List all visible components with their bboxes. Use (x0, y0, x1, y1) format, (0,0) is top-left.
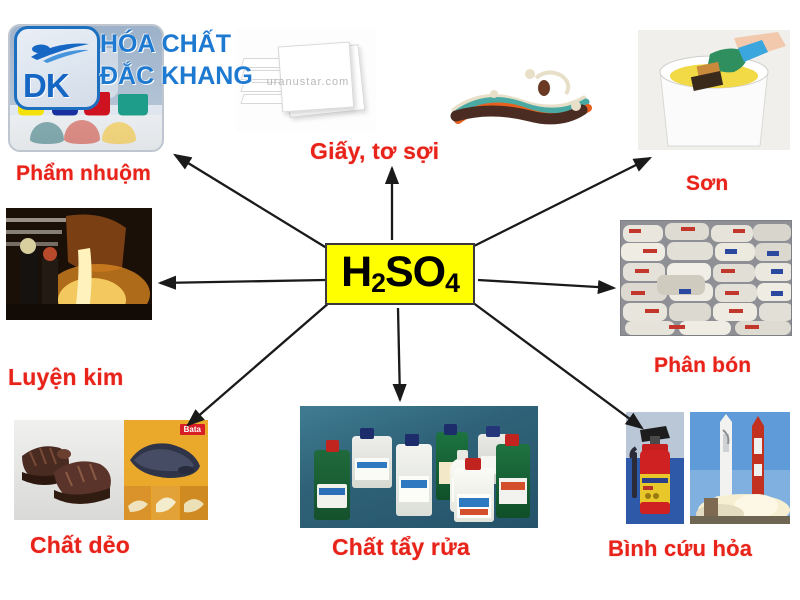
arrow-to-chat-tay-rua (392, 307, 407, 403)
rocket-svg (690, 412, 790, 524)
foundry-svg (6, 208, 152, 320)
formula-sub-4: 4 (445, 268, 460, 299)
arrow-to-binh-cuu-hoa (471, 301, 644, 430)
label-son: Sơn (686, 172, 729, 195)
formula-part-so: SO (384, 248, 446, 297)
formula-part-h: H (341, 248, 372, 297)
bracelet-photo (444, 58, 604, 144)
bata-brand-tag: Bata (179, 424, 205, 435)
swoosh-icon (31, 43, 89, 63)
dk-initials: DK (23, 67, 70, 104)
paper-stack-photo: uranustar.com (236, 28, 376, 132)
label-binh-cuu-hoa: Bình cứu hỏa (608, 536, 753, 561)
fertilizer-sacks-photo (620, 220, 792, 336)
sandals-svg (22, 446, 111, 504)
paint-bucket-svg (638, 30, 790, 150)
arrow-to-son (469, 156, 653, 250)
watermark-line2: ĐẮC KHANG (100, 62, 253, 90)
company-watermark: DK HÓA CHẤT ĐẮC KHANG (8, 24, 258, 110)
label-pham-nhuom: Phẩm nhuộm (16, 162, 152, 185)
paper-photo-watermark: uranustar.com (266, 75, 350, 88)
dk-logo-badge: DK (14, 26, 100, 110)
formula-sub-2: 2 (371, 268, 386, 299)
arrow-to-phan-bon (477, 278, 617, 295)
extinguisher-svg (626, 412, 684, 524)
watermark-line1: HÓA CHẤT (100, 30, 232, 58)
molten-metal-photo (6, 208, 152, 320)
label-giay-to-soi: Giấy, tơ sợi (310, 138, 440, 164)
shoes-photo (14, 420, 124, 520)
paint-bucket-photo (638, 30, 790, 150)
flats-photo: Bata (124, 420, 208, 520)
bracelet-svg (450, 69, 592, 125)
detergent-bottles-photo (300, 406, 538, 528)
arrow-to-pham-nhuom (173, 153, 331, 251)
arrow-to-luyen-kim (157, 275, 326, 290)
label-phan-bon: Phân bón (654, 354, 752, 377)
label-chat-deo: Chất dẻo (30, 532, 130, 558)
label-chat-tay-rua: Chất tẩy rửa (332, 534, 470, 560)
center-node-h2so4: H2SO4 (325, 243, 475, 305)
label-luyen-kim: Luyện kim (8, 364, 124, 390)
center-formula-text: H2SO4 (341, 248, 460, 299)
arrow-to-chat-deo (186, 301, 331, 427)
fire-extinguisher-photo (626, 412, 684, 524)
rocket-launch-photo (690, 412, 790, 524)
